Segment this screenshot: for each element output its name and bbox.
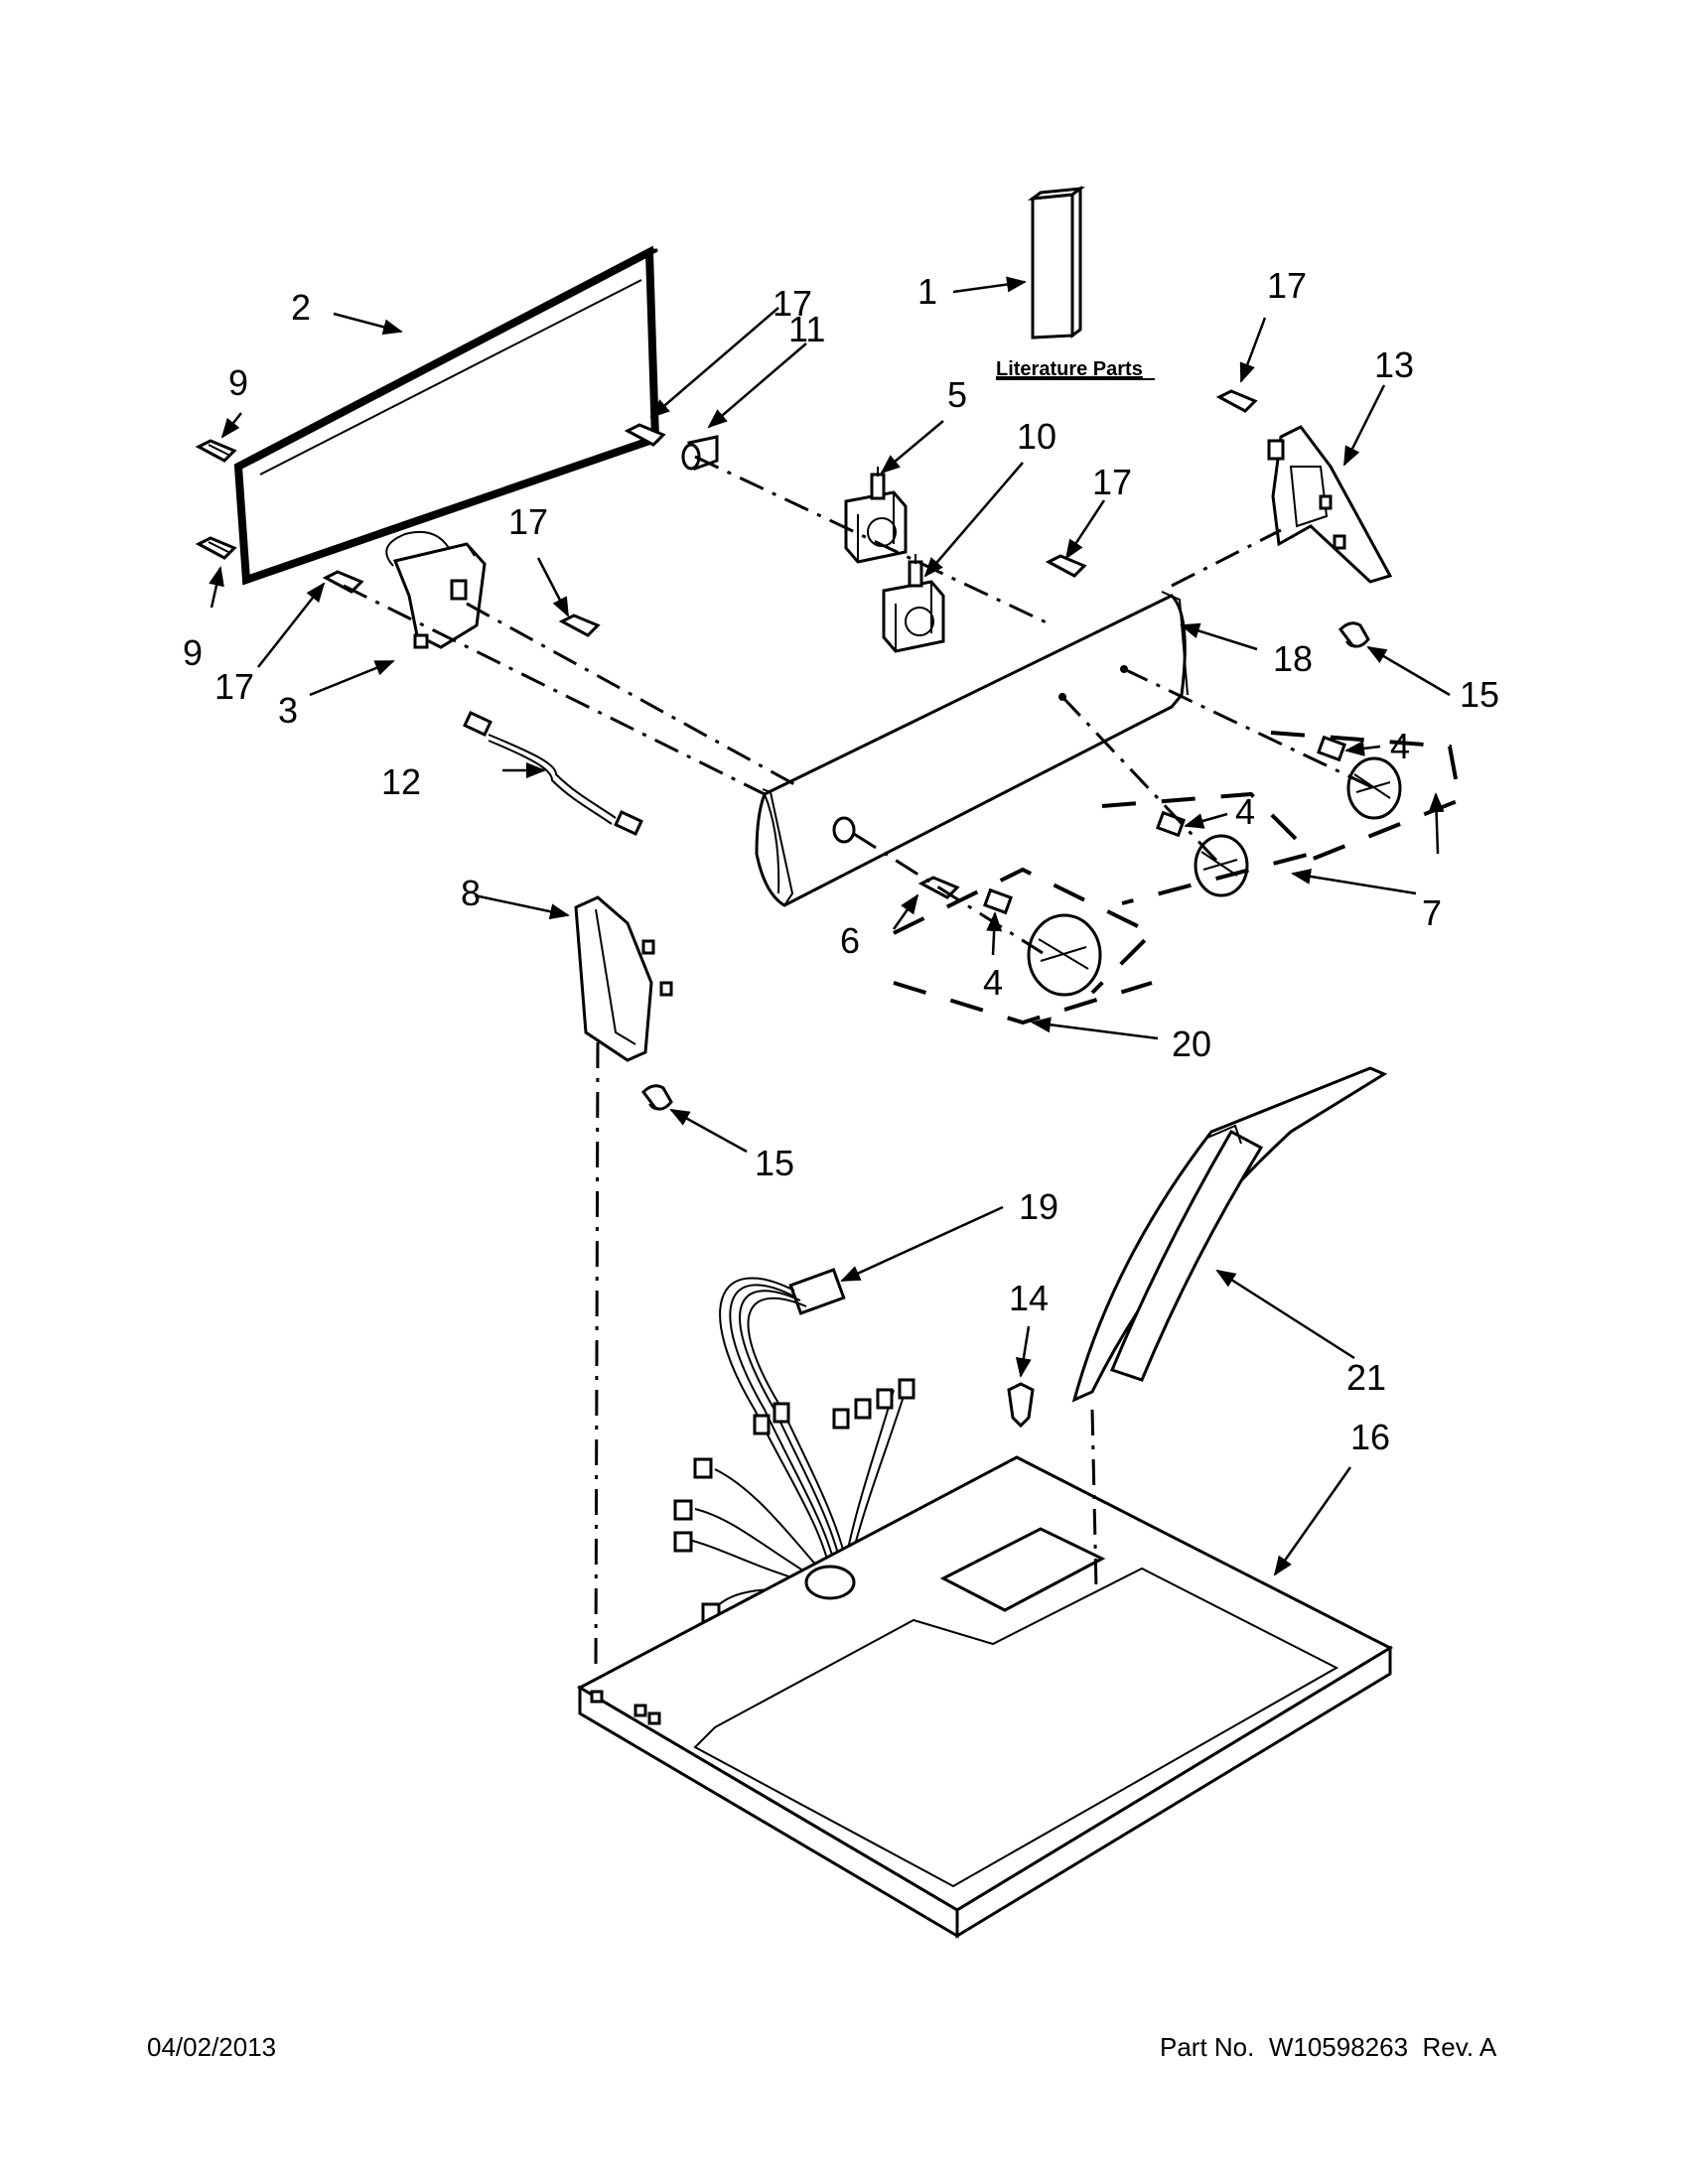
spring-4-c xyxy=(983,887,1013,915)
screw-17-b xyxy=(322,570,364,594)
control-console xyxy=(755,591,1189,907)
clip-15-right xyxy=(1338,621,1370,648)
end-cap-13 xyxy=(1267,425,1393,584)
timer-switch xyxy=(385,530,487,649)
callout-6: 6 xyxy=(840,920,860,961)
wire-harness-12 xyxy=(463,711,643,836)
top-panel xyxy=(576,1455,1394,1939)
callout-17-c: 17 xyxy=(1092,462,1132,502)
callout-2: 2 xyxy=(291,287,311,328)
callout-10: 10 xyxy=(1017,416,1056,457)
clip-11 xyxy=(681,435,719,471)
callout-17-e: 17 xyxy=(214,666,254,707)
callout-12: 12 xyxy=(381,761,421,802)
literature-booklet xyxy=(1027,186,1086,340)
screw-17-a xyxy=(624,423,666,447)
literature-parts-label: Literature Parts xyxy=(996,358,1143,380)
revision: Rev. A xyxy=(1422,2032,1497,2062)
switch-5 xyxy=(844,467,908,564)
callout-4-b: 4 xyxy=(1235,791,1255,832)
screw-17-d xyxy=(1045,554,1087,578)
part-number: W10598263 xyxy=(1268,2032,1409,2062)
screw-9-top xyxy=(195,439,237,463)
callout-7: 7 xyxy=(1422,892,1442,933)
clip-15-left xyxy=(641,1084,673,1111)
callout-21: 21 xyxy=(1346,1357,1386,1398)
end-cap-8 xyxy=(574,895,673,1062)
callout-16: 16 xyxy=(1350,1417,1390,1457)
callout-18: 18 xyxy=(1273,638,1313,679)
callout-3: 3 xyxy=(278,690,298,731)
callout-4-c: 4 xyxy=(983,962,1003,1003)
lint-screen xyxy=(1071,1066,1388,1403)
callout-17-b: 17 xyxy=(1267,265,1307,306)
callout-11: 11 xyxy=(788,309,825,349)
callout-9-top: 9 xyxy=(228,362,248,403)
callout-17-d: 17 xyxy=(508,501,548,542)
screw-17-e xyxy=(1215,389,1258,413)
footer-date: 04/02/2013 xyxy=(147,2032,277,2062)
assembly-lines xyxy=(343,455,1375,1669)
callout-1: 1 xyxy=(917,271,937,312)
leader-lines xyxy=(209,276,1451,1576)
screw-14 xyxy=(1007,1382,1035,1429)
callout-labels: 1 2 3 4 4 4 5 6 7 8 9 9 10 11 12 13 14 1… xyxy=(183,265,1499,1457)
callout-17-a: 17 xyxy=(773,283,812,324)
callout-15-right: 15 xyxy=(1460,674,1499,715)
knob-timer xyxy=(1027,913,1102,997)
footer-part-number: Part No. W10598263 Rev. A xyxy=(1160,2032,1496,2063)
spring-4-b xyxy=(1156,810,1186,838)
callout-15-left: 15 xyxy=(755,1143,794,1183)
spring-4-a xyxy=(1317,735,1346,762)
screw-17-c xyxy=(558,614,601,637)
callout-14: 14 xyxy=(1009,1278,1049,1318)
knob-bracket-outline-7 xyxy=(1101,731,1463,905)
switch-10 xyxy=(882,554,945,653)
callout-20: 20 xyxy=(1172,1024,1211,1064)
callout-4-a: 4 xyxy=(1390,726,1410,766)
part-label: Part No. xyxy=(1160,2032,1255,2062)
callout-8: 8 xyxy=(461,873,481,913)
callout-13: 13 xyxy=(1374,344,1414,385)
callout-19: 19 xyxy=(1019,1186,1058,1227)
callout-5: 5 xyxy=(947,374,967,415)
knob-upper-right xyxy=(1346,756,1402,820)
rear-panel-gasket xyxy=(233,245,660,586)
screw-9-bottom xyxy=(195,536,237,560)
knob-bracket-outline-20 xyxy=(893,867,1156,1025)
callout-9-bottom: 9 xyxy=(183,632,203,673)
